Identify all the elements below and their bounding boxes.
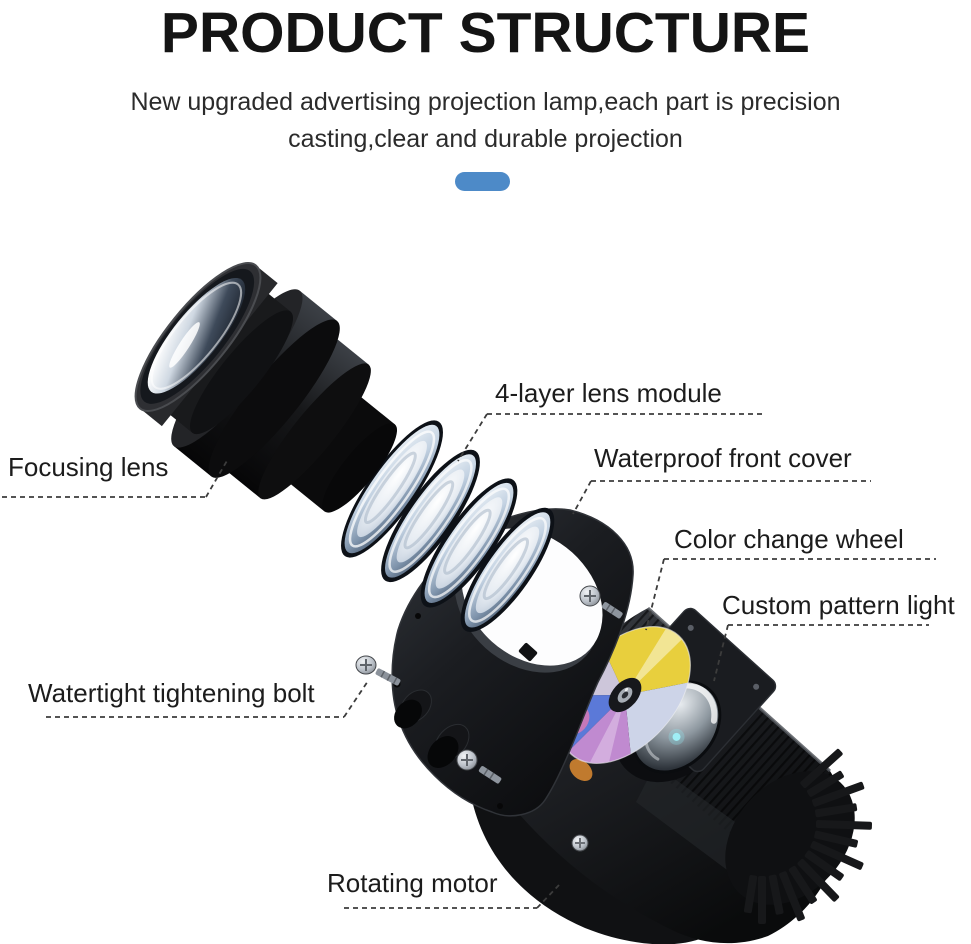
light-leak-glow — [569, 759, 593, 781]
label-waterproof-cover: Waterproof front cover — [594, 443, 852, 473]
cover-knob-2 — [427, 723, 470, 768]
label-focusing-lens: Focusing lens — [8, 452, 169, 482]
lens-barrel-tail — [271, 381, 395, 512]
cover-screw-bottom — [456, 749, 502, 784]
cover-knob-1 — [394, 689, 432, 729]
lens-element-1 — [341, 420, 443, 558]
leader-tightening-bolt — [46, 680, 369, 718]
label-tightening-bolt: Watertight tightening bolt — [28, 678, 315, 708]
leader-lens-module — [457, 413, 762, 462]
leader-color-wheel — [645, 558, 936, 631]
lens-element-3 — [420, 478, 518, 608]
wheel-segment-yellow — [602, 626, 691, 695]
leader-pattern-light — [713, 624, 929, 682]
wheel-segment-white — [625, 682, 689, 754]
tightening-bolt-part — [355, 655, 401, 686]
leader-waterproof-cover — [572, 480, 871, 515]
wheel-segment-purple — [568, 695, 631, 764]
label-lens-module: 4-layer lens module — [495, 378, 722, 408]
leader-lines — [2, 413, 936, 909]
housing-rear-cap — [725, 771, 855, 905]
subtitle-line-2: casting,clear and durable projection — [288, 125, 683, 153]
page-title: PRODUCT STRUCTURE — [160, 1, 811, 65]
lens-module-part — [341, 420, 555, 633]
heatsink-fins — [743, 748, 873, 924]
lens-element-4 — [460, 507, 555, 633]
cover-hole-dot-2 — [415, 613, 421, 619]
label-color-wheel: Color change wheel — [674, 524, 904, 554]
page-subtitle: New upgraded advertising projection lamp… — [0, 84, 971, 158]
bracket-screw — [571, 834, 589, 852]
blue-divider-pill — [455, 172, 510, 191]
label-rotating-motor: Rotating motor — [327, 868, 498, 898]
cover-hole-tab — [518, 643, 538, 661]
lens-element-2 — [381, 449, 480, 583]
cover-hole-dot-3 — [497, 803, 503, 809]
wheel-sheen — [625, 629, 682, 695]
label-pattern-light: Custom pattern light — [722, 590, 955, 620]
leader-focusing-lens — [2, 458, 229, 498]
cover-screw-top — [579, 585, 623, 619]
focusing-lens-part — [134, 262, 398, 513]
subtitle-line-1: New upgraded advertising projection lamp… — [130, 88, 841, 116]
